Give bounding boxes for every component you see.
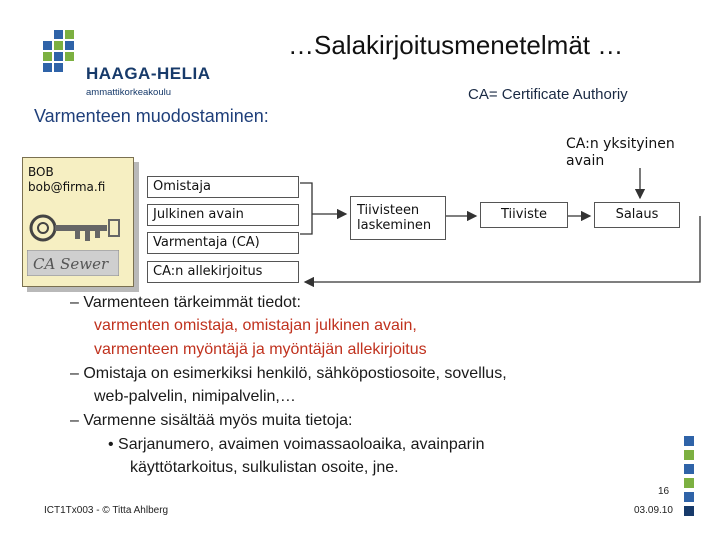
footer-date: 03.09.10 <box>634 505 673 516</box>
field-signature: CA:n allekirjoitus <box>147 261 299 283</box>
field-verifier: Varmentaja (CA) <box>147 232 299 254</box>
ca-definition: CA= Certificate Authoriy <box>468 86 628 103</box>
svg-text:CA Sewer: CA Sewer <box>33 255 109 273</box>
ca-private-key-line1: CA:n yksityinen <box>566 136 675 152</box>
footer-course: ICT1Tx003 - © Titta Ahlberg <box>44 505 169 516</box>
logo-brand: HAAGA-HELIA <box>86 64 211 83</box>
ca-private-key-label: CA:n yksityinen avain <box>566 136 675 170</box>
decorative-squares-icon <box>684 436 694 516</box>
hash-box-line2: laskeminen <box>357 218 432 233</box>
bullet-owner-examples-cont: web-palvelin, nimipalvelin,… <box>94 388 296 405</box>
key-icon <box>29 214 120 242</box>
certificate-card: BOB bob@firma.fi CA Sewer <box>22 157 134 287</box>
bullet-owner-examples: – Omistaja on esimerkiksi henkilö, sähkö… <box>70 365 507 382</box>
haaga-helia-logo: HAAGA-HELIA ammattikorkeakoulu <box>38 30 211 100</box>
fields-brace <box>300 182 313 235</box>
digest-box: Tiiviste <box>480 202 568 228</box>
page-number: 16 <box>658 486 670 497</box>
bullet-important-info-detail-1: varmenten omistaja, omistajan julkinen a… <box>94 317 417 334</box>
field-public-key: Julkinen avain <box>147 204 299 226</box>
bullet-important-info-detail-2: varmenteen myöntäjä ja myöntäjän allekir… <box>94 341 427 358</box>
logo-squares-icon <box>43 30 74 72</box>
encryption-box: Salaus <box>594 202 680 228</box>
logo-subtitle: ammattikorkeakoulu <box>86 87 172 98</box>
hash-calculation-box: Tiivisteen laskeminen <box>350 196 446 240</box>
sub-bullet-serial-cont: käyttötarkoitus, sulkulistan osoite, jne… <box>130 459 399 476</box>
sub-bullet-serial: • Sarjanumero, avaimen voimassaoloaika, … <box>108 436 485 453</box>
certificate-owner-email: bob@firma.fi <box>28 180 106 194</box>
subheading: Varmenteen muodostaminen: <box>34 106 269 126</box>
ca-seal-signature: CA Sewer <box>27 250 119 276</box>
certificate-owner-name: BOB <box>28 165 54 179</box>
hash-box-line1: Tiivisteen <box>357 203 420 218</box>
slide-title: …Salakirjoitusmenetelmät … <box>288 30 624 60</box>
bullet-other-info: – Varmenne sisältää myös muita tietoja: <box>70 412 353 429</box>
bullet-important-info: – Varmenteen tärkeimmät tiedot: <box>70 294 301 311</box>
ca-private-key-line2: avain <box>566 153 605 169</box>
field-owner: Omistaja <box>147 176 299 198</box>
